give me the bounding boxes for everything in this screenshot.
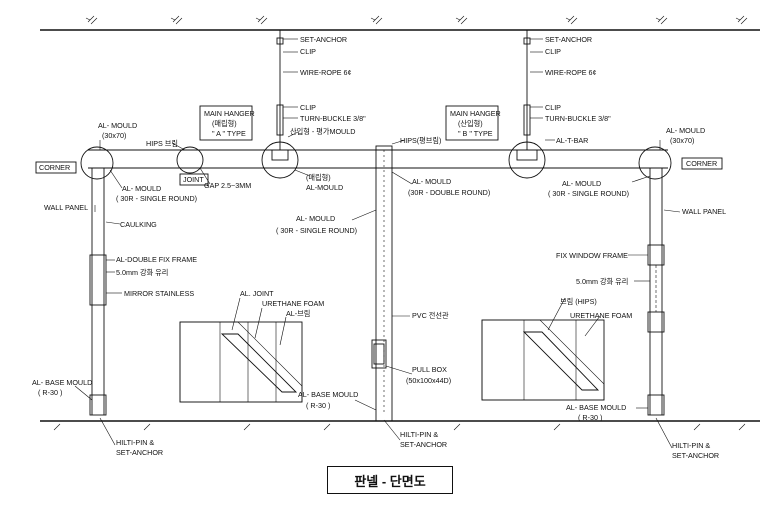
label-hips-pyung: HIPS(평브림) — [400, 136, 441, 145]
label-al-t-bar: AL-T-BAR — [556, 136, 588, 145]
joint-box — [179, 173, 209, 186]
right-wall-panel — [647, 168, 665, 416]
label-glass-r: 5.0mm 강화 유리 — [576, 277, 628, 286]
label-glass-l: 5.0mm 강화 유리 — [116, 268, 168, 277]
label-al-mould-dr: AL- MOULD — [412, 177, 451, 186]
label-al-base-c: AL- BASE MOULD — [298, 390, 358, 399]
detail-box-left — [179, 321, 303, 403]
main-hanger-a-box — [199, 105, 253, 141]
label-al-mould-tl-size: (30x70) — [102, 131, 126, 140]
ceiling-slab — [40, 15, 760, 31]
label-pull-box: PULL BOX — [412, 365, 447, 374]
label-wire-rope-a: WIRE-ROPE 6¢ — [300, 68, 352, 77]
label-fix-window: FIX WINDOW FRAME — [556, 251, 628, 260]
labels: SET-ANCHOR CLIP WIRE-ROPE 6¢ CLIP TURN-B… — [32, 35, 726, 460]
label-hilti-c2: SET-ANCHOR — [400, 440, 447, 449]
label-al-base-r: AL- BASE MOULD — [566, 403, 626, 412]
label-main-hanger-a-type: " A " TYPE — [212, 129, 246, 138]
label-al-mould-sr-c: AL- MOULD — [296, 214, 335, 223]
corner-left-box — [35, 161, 77, 174]
label-corner-right: CORNER — [686, 159, 717, 168]
label-turn-buckle-b: TURN-BUCKLE 3/8" — [545, 114, 611, 123]
label-clip-a1: CLIP — [300, 47, 316, 56]
drawing-title: 판넬 - 단면도 — [327, 466, 453, 494]
label-al-mould-dr2: (30R - DOUBLE ROUND) — [408, 188, 490, 197]
label-al-mould-tr: AL- MOULD — [666, 126, 705, 135]
label-corner-left: CORNER — [39, 163, 70, 172]
center-partition — [371, 145, 393, 422]
label-set-anchor-a: SET-ANCHOR — [300, 35, 347, 44]
label-hilti-r: HILTI-PIN & — [672, 441, 710, 450]
label-al-mould-tl: AL- MOULD — [98, 121, 137, 130]
label-joint: JOINT — [183, 175, 204, 184]
corner-right-box — [681, 157, 723, 170]
label-sanip-mould: 산입형 - 평가MOULD — [290, 127, 355, 136]
leader-lines — [74, 38, 681, 449]
label-set-anchor-b: SET-ANCHOR — [545, 35, 592, 44]
label-al-double-fix: AL-DOUBLE FIX FRAME — [116, 255, 197, 264]
label-al-mould-sr-r: AL- MOULD — [562, 179, 601, 188]
label-clip-b1: CLIP — [545, 47, 561, 56]
label-wall-panel-r: WALL PANEL — [682, 207, 726, 216]
hanger-a — [261, 30, 299, 179]
label-al-joint: AL. JOINT — [240, 289, 274, 298]
label-al-mould-sr-r2: ( 30R - SINGLE ROUND) — [548, 189, 629, 198]
pull-box — [373, 343, 385, 365]
corner-left-detail — [80, 146, 114, 180]
label-caulking: CAULKING — [120, 220, 157, 229]
label-hilti-r2: SET-ANCHOR — [672, 451, 719, 460]
label-main-hanger-b-kor: (산입형) — [458, 119, 483, 128]
label-hilti-l2: SET-ANCHOR — [116, 448, 163, 457]
joint-detail — [176, 146, 204, 174]
label-al-mould-sr-c2: ( 30R - SINGLE ROUND) — [276, 226, 357, 235]
label-hips-burim: HIPS 브림 — [146, 139, 178, 148]
label-wall-panel-l: WALL PANEL — [44, 203, 88, 212]
label-maerip-al-mould: AL-MOULD — [306, 183, 343, 192]
label-urethane-foam-l: URETHANE FOAM — [262, 299, 324, 308]
detail-box-right — [481, 319, 605, 401]
main-hanger-b-box — [445, 105, 499, 141]
label-main-hanger-a-kor: (매립형) — [212, 119, 237, 128]
label-clip-a2: CLIP — [300, 103, 316, 112]
floor-line — [40, 420, 760, 431]
label-maerip: (매립형) — [306, 173, 331, 182]
label-al-mould-sr-l: AL- MOULD — [122, 184, 161, 193]
label-mirror-stainless: MIRROR STAINLESS — [124, 289, 194, 298]
label-main-hanger-b-type: " B " TYPE — [458, 129, 493, 138]
label-turn-buckle-a: TURN-BUCKLE 3/8" — [300, 114, 366, 123]
left-wall-panel — [89, 168, 107, 416]
label-pull-box-size: (50x100x44D) — [406, 376, 451, 385]
label-al-burim: AL-브림 — [286, 309, 310, 318]
label-gap: GAP 2.5~3MM — [204, 181, 251, 190]
label-main-hanger-b: MAIN HANGER — [450, 109, 501, 118]
label-al-base-l: AL- BASE MOULD — [32, 378, 92, 387]
label-urethane-foam-r: URETHANE FOAM — [570, 311, 632, 320]
corner-right-detail — [638, 146, 672, 180]
label-al-mould-tr-size: (30x70) — [670, 136, 694, 145]
label-pvc: PVC 전선관 — [412, 311, 449, 320]
label-al-mould-sr-l2: ( 30R - SINGLE ROUND) — [116, 194, 197, 203]
label-al-base-l2: ( R-30 ) — [38, 388, 62, 397]
label-wire-rope-b: WIRE-ROPE 6¢ — [545, 68, 597, 77]
hanger-b — [508, 30, 546, 179]
ceiling-panel — [88, 149, 668, 169]
label-clip-b2: CLIP — [545, 103, 561, 112]
label-al-base-c2: ( R-30 ) — [306, 401, 330, 410]
label-burim-hips: 브림 (HIPS) — [560, 297, 597, 306]
label-hilti-l: HILTI-PIN & — [116, 438, 154, 447]
label-hilti-c: HILTI-PIN & — [400, 430, 438, 439]
label-al-base-r2: ( R-30 ) — [578, 413, 602, 422]
label-main-hanger-a: MAIN HANGER — [204, 109, 255, 118]
